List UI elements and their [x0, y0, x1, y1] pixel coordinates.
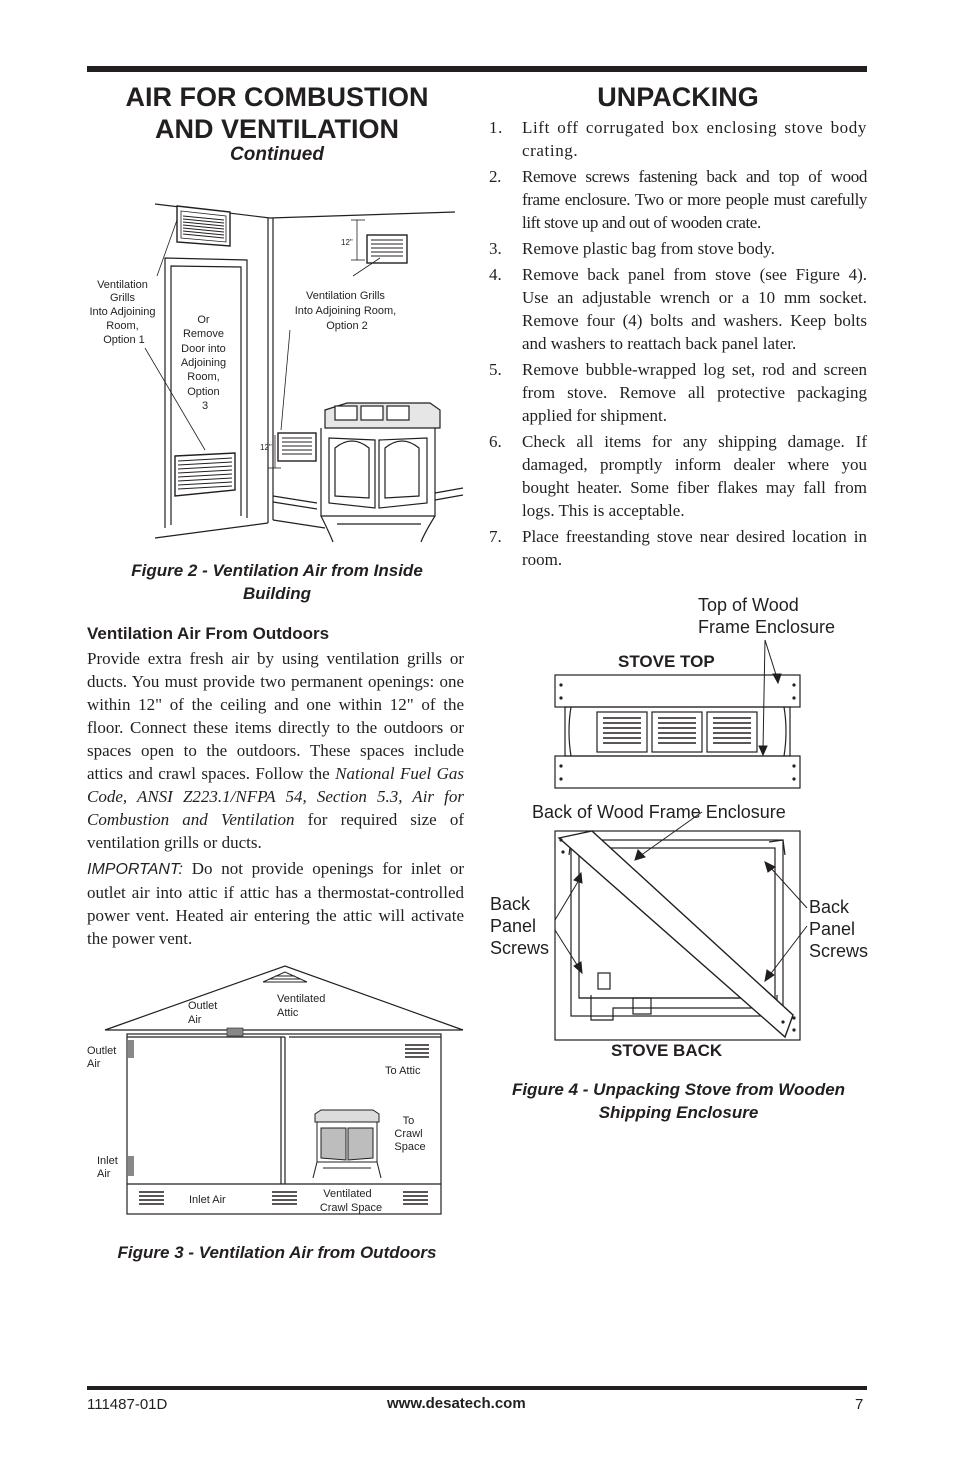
wall-outlet-air-label: Outlet Air	[87, 1045, 119, 1070]
to-crawl-space-label: To Crawl Space	[394, 1115, 425, 1153]
option-3-label: Or Remove Door into Adjoining Room, Opti…	[181, 314, 229, 412]
step-text: Remove bubble-wrapped log set, rod and s…	[522, 360, 867, 425]
step-number: 6.	[489, 432, 502, 451]
step-item: 3. Remove plastic bag from stove body.	[489, 237, 867, 260]
top-of-wood-frame-label: Top of Wood Frame Enclosure	[698, 595, 835, 637]
upper-left-grill	[176, 205, 231, 247]
figure-2-caption: Figure 2 - Ventilation Air from Inside B…	[87, 559, 467, 605]
back-of-wood-frame-label: Back of Wood Frame Enclosure	[532, 802, 786, 822]
stove-illustration	[320, 402, 441, 543]
step-text: Remove back panel from stove (see Figure…	[522, 265, 867, 353]
crawl-grill-2	[272, 1191, 297, 1205]
title-line-2: AND VENTILATION	[155, 114, 399, 144]
stove-top-view	[554, 674, 801, 789]
wall-inlet-air-label: Inlet Air	[97, 1155, 121, 1180]
code-reference: National Fuel Gas Code, ANSI Z223.1/NFPA…	[87, 764, 464, 829]
roof-outlet-vent	[226, 1027, 244, 1037]
attic-vent	[262, 971, 308, 983]
website-link[interactable]: www.desatech.com	[387, 1395, 526, 1412]
step-text: Check all items for any shipping damage.…	[522, 432, 867, 520]
crawl-grill-1	[139, 1191, 164, 1205]
crawl-inlet-air-label: Inlet Air	[189, 1194, 226, 1206]
step-text: Lift off corrugated box enclosing stove …	[522, 118, 867, 160]
upper-right-grill	[366, 234, 408, 264]
wall-outlet-vent	[128, 1040, 134, 1058]
stove-back-label: STOVE BACK	[611, 1041, 723, 1060]
step-item: 5. Remove bubble-wrapped log set, rod and…	[489, 358, 867, 427]
section-title-unpacking: UNPACKING	[597, 82, 759, 112]
crawl-grill-3	[403, 1191, 428, 1205]
step-number: 4.	[489, 265, 502, 284]
back-panel-screws-right-label: Back Panel Screws	[809, 897, 868, 961]
wall-inlet-vent	[128, 1156, 134, 1176]
step-number: 7.	[489, 527, 502, 546]
ventilated-attic-label: Ventilated Attic	[277, 993, 328, 1019]
step-item: 6. Check all items for any shipping damag…	[489, 430, 867, 522]
unpacking-steps: 1. Lift off corrugated box enclosing stov…	[489, 116, 867, 574]
option-2-label: Ventilation Grills Into Adjoining Room, …	[295, 290, 400, 332]
document-number: 111487-01D	[87, 1396, 168, 1413]
step-number: 2.	[489, 167, 501, 186]
ventilation-outdoors-paragraph: Provide extra fresh air by using ventila…	[87, 647, 464, 854]
figure-2-diagram: 12" 12" Ventilation Grills Into Adjoinin…	[89, 203, 464, 543]
section-title-air: AIR FOR COMBUSTION AND VENTILATION	[87, 81, 467, 145]
figure-3-diagram: Outlet Air Ventilated Attic Outlet Air T…	[87, 965, 464, 1215]
ventilation-outdoors-heading: Ventilation Air From Outdoors	[87, 624, 330, 643]
ventilated-crawl-space-label: Ventilated Crawl Space	[320, 1188, 382, 1214]
figure-3-caption: Figure 3 - Ventilation Air from Outdoors	[117, 1243, 437, 1262]
step-item: 1. Lift off corrugated box enclosing stov…	[489, 116, 867, 162]
figure-2-caption-line1: Figure 2 - Ventilation Air from Inside	[131, 561, 423, 580]
important-text: Do not provide openings for inlet or out…	[87, 859, 464, 948]
step-text: Place freestanding stove near desired lo…	[522, 527, 867, 569]
bottom-rule	[87, 1386, 867, 1390]
step-text: Remove plastic bag from stove body.	[522, 239, 775, 258]
figure-4-caption-line1: Figure 4 - Unpacking Stove from Wooden	[511, 1080, 846, 1099]
top-rule	[87, 66, 867, 72]
to-attic-grill	[405, 1044, 429, 1058]
important-paragraph: IMPORTANT: Do not provide openings for i…	[87, 857, 464, 950]
stove-illustration-small	[312, 1109, 382, 1179]
step-number: 5.	[489, 360, 502, 379]
door-grill	[174, 452, 236, 497]
lower-right-grill	[277, 432, 317, 462]
stove-top-louvers	[603, 717, 751, 744]
figure-4-caption: Figure 4 - Unpacking Stove from Wooden S…	[488, 1078, 869, 1124]
title-line-1: AIR FOR COMBUSTION	[125, 82, 429, 112]
back-panel-screws-left-label: Back Panel Screws	[490, 894, 549, 958]
step-text: Remove screws fastening back and top of …	[522, 167, 867, 232]
step-number: 1.	[489, 118, 503, 137]
figure-4-diagram: Top of Wood Frame Enclosure STOVE TOP Ba…	[490, 595, 868, 1060]
step-item: 4. Remove back panel from stove (see Figu…	[489, 263, 867, 355]
step-item: 2. Remove screws fastening back and top o…	[489, 165, 867, 234]
paragraph-text: Provide extra fresh air by using ventila…	[87, 649, 464, 783]
important-label: IMPORTANT:	[87, 861, 183, 878]
continued-label: Continued	[230, 144, 324, 165]
diagonal-brace	[557, 830, 794, 1039]
roof-outlet-air-label: Outlet Air	[188, 1000, 220, 1026]
dim-top-label: 12"	[341, 238, 353, 247]
paragraph-text-end: for required size of ventilation grills …	[87, 810, 464, 852]
option-1-label: Ventilation Grills Into Adjoining Room, …	[89, 279, 158, 346]
dim-bottom-label: 12"	[260, 443, 272, 452]
page-number: 7	[855, 1396, 864, 1413]
figure-4-caption-line2: Shipping Enclosure	[598, 1103, 759, 1122]
to-attic-label: To Attic	[385, 1065, 421, 1077]
step-item: 7. Place freestanding stove near desired …	[489, 525, 867, 571]
stove-top-label: STOVE TOP	[618, 652, 715, 671]
figure-2-caption-line2: Building	[243, 584, 311, 603]
step-number: 3.	[489, 239, 502, 258]
